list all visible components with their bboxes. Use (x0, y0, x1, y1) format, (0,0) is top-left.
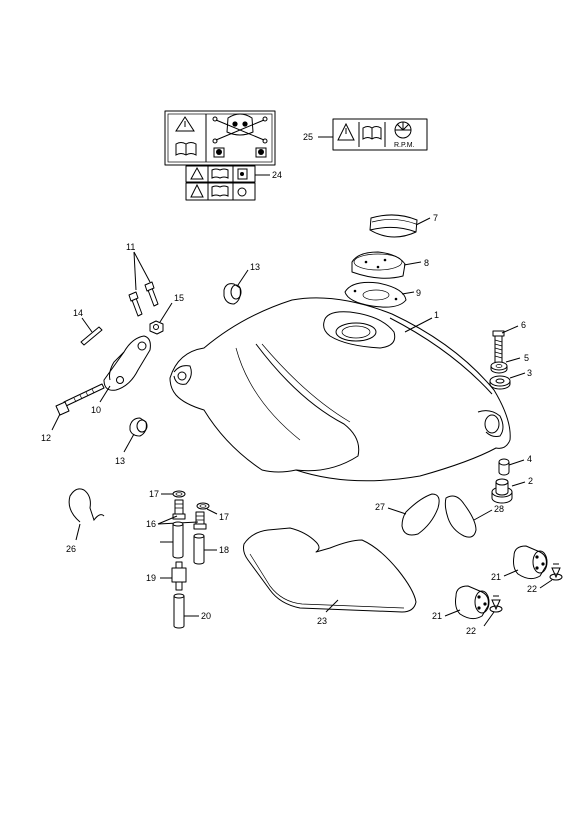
bolt-11b (144, 281, 159, 307)
hose-20 (173, 593, 185, 629)
callout-28: 28 (494, 504, 504, 514)
connector-21-lower (455, 585, 490, 620)
bolt-11a (128, 291, 143, 317)
warning-label-small-2 (185, 182, 256, 201)
hose-29 (172, 521, 184, 559)
rpm-label: R.P.M. (394, 142, 415, 149)
rpm-gauge-icon (394, 121, 412, 139)
callout-13b: 13 (115, 456, 125, 466)
grommet-3 (489, 375, 511, 390)
connector-21-upper (513, 545, 548, 580)
callout-8: 8 (424, 258, 429, 268)
callout-7: 7 (433, 213, 438, 223)
hose-18 (193, 533, 205, 565)
union-16-right (193, 511, 207, 530)
callout-26: 26 (66, 544, 76, 554)
clip-22-upper (549, 563, 563, 581)
callout-25: 25 (303, 132, 313, 142)
callout-12: 12 (41, 433, 51, 443)
bracket-10 (103, 335, 151, 391)
callout-6: 6 (521, 320, 526, 330)
washer-5 (490, 361, 508, 374)
callout-23: 23 (317, 616, 327, 626)
clip-22-lower (489, 595, 503, 613)
stud-13-lower (129, 417, 148, 437)
connector-19 (171, 561, 187, 591)
callout-20: 20 (201, 611, 211, 621)
pad-28 (444, 495, 477, 538)
callout-14: 14 (73, 308, 83, 318)
callout-19: 19 (146, 573, 156, 583)
callout-17b: 17 (219, 512, 229, 522)
callout-10: 10 (91, 405, 101, 415)
skull-icon (212, 113, 268, 144)
callout-22a: 22 (527, 584, 537, 594)
o-ring-17-right (196, 502, 210, 510)
callout-4: 4 (527, 454, 532, 464)
o-ring-17-left (172, 490, 186, 498)
stud-13-upper (223, 283, 242, 305)
mount-rubber-2 (491, 478, 513, 504)
pad-27 (401, 493, 440, 536)
nut-15 (149, 320, 164, 335)
callout-9: 9 (416, 288, 421, 298)
pin-14 (80, 326, 103, 346)
callout-13a: 13 (250, 262, 260, 272)
union-16-left (172, 499, 186, 520)
bolt-6 (492, 330, 505, 365)
callout-27: 27 (375, 502, 385, 512)
callout-21a: 21 (491, 572, 501, 582)
warning-label-skull (164, 110, 276, 166)
callout-24: 24 (272, 170, 282, 180)
fuel-tank-1 (169, 297, 511, 482)
callout-17a: 17 (149, 489, 159, 499)
callout-2: 2 (528, 476, 533, 486)
callout-3: 3 (527, 368, 532, 378)
callout-18: 18 (219, 545, 229, 555)
warning-label-rpm: R.P.M. (332, 118, 428, 151)
heat-shield-23 (243, 527, 417, 613)
callout-22b: 22 (466, 626, 476, 636)
callout-1: 1 (434, 310, 439, 320)
filler-ring-7 (369, 214, 418, 238)
wire-clip-26 (68, 488, 105, 523)
callout-11: 11 (126, 242, 135, 252)
spacer-4 (498, 458, 510, 476)
bolt-12 (55, 383, 105, 416)
callout-15: 15 (174, 293, 184, 303)
callout-21b: 21 (432, 611, 442, 621)
callout-5: 5 (524, 353, 529, 363)
warning-label-small-1 (185, 165, 256, 183)
callout-16: 16 (146, 519, 156, 529)
filler-cap-8 (351, 251, 406, 279)
